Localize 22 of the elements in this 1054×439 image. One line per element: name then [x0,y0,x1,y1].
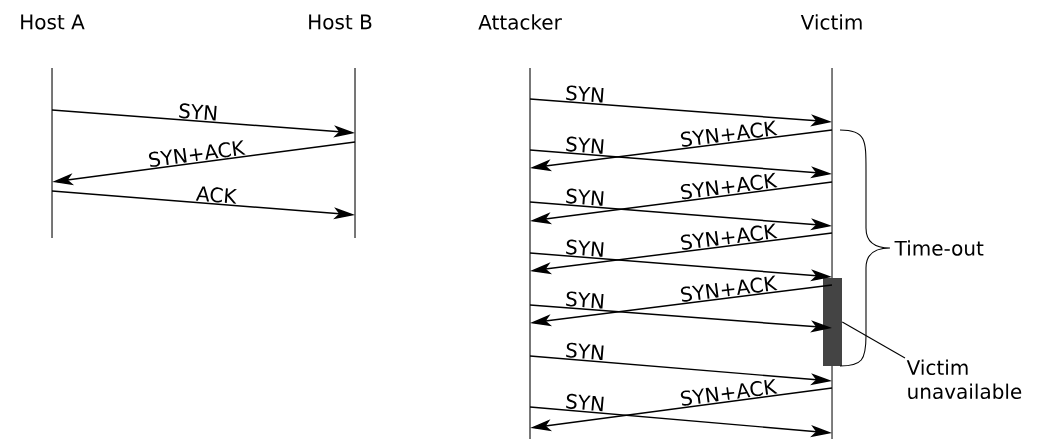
message-label: SYN [566,239,604,257]
message-label: SYN+ACK [680,120,778,147]
message-label: SYN+ACK [680,275,778,302]
lifeline-header: Host A [21,14,85,30]
lifeline-header: Attacker [478,14,562,30]
brace-label: Time-out [894,240,984,256]
message-label: SYN+ACK [680,378,778,406]
message-label: SYN [179,103,217,121]
lifeline-header: Host B [309,14,372,30]
message-label: SYN [566,136,604,154]
message-label: SYN+ACK [148,140,246,167]
message-label: SYN+ACK [680,172,778,200]
message-label: SYN+ACK [680,223,778,250]
message-label: SYN [566,342,604,361]
leader-line [841,321,906,359]
message-label: SYN [566,291,604,309]
message-label: SYN [566,188,604,206]
message-label: SYN [566,393,604,412]
message-label: ACK [195,186,237,204]
note-text: Victim unavailable [906,359,1022,400]
message-label: SYN [566,85,604,103]
lifeline-header: Victim [800,14,862,30]
